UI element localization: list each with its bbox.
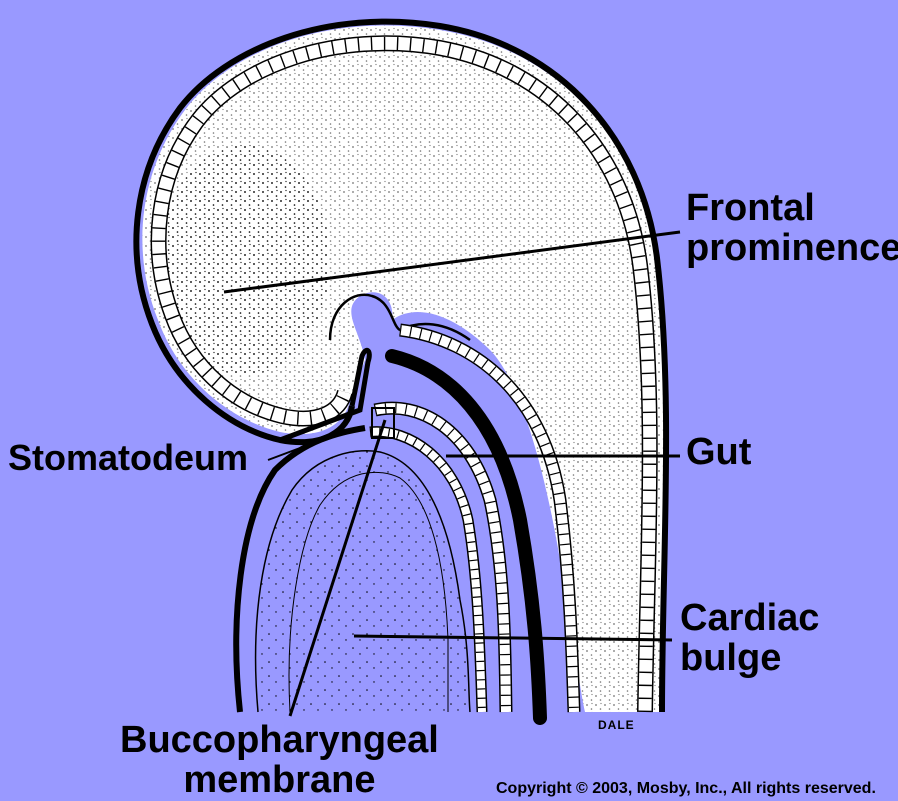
cardiac-label-line2: bulge (680, 638, 819, 678)
frontal-label-line1: Frontal (686, 188, 898, 228)
buccopharyngeal-membrane-label: Buccopharyngeal membrane (120, 720, 439, 800)
buccal-label-line2: membrane (120, 760, 439, 800)
frontal-label-line2: prominence (686, 228, 898, 268)
cardiac-label-line1: Cardiac (680, 598, 819, 638)
frontal-prominence-label: Frontal prominence (686, 188, 898, 268)
stomatodeum-label: Stomatodeum (8, 438, 248, 478)
gut-label: Gut (686, 432, 751, 472)
copyright-notice: Copyright © 2003, Mosby, Inc., All right… (496, 780, 876, 798)
buccal-label-line1: Buccopharyngeal (120, 720, 439, 760)
artist-signature: DALE (598, 718, 635, 732)
cardiac-bulge-label: Cardiac bulge (680, 598, 819, 678)
